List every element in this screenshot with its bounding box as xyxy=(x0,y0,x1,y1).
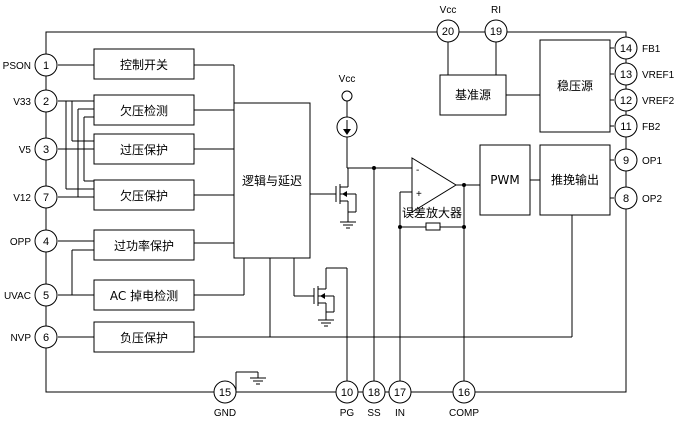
pin-4-num: 4 xyxy=(43,236,49,248)
regulator-block xyxy=(539,39,611,133)
reference-label: 基准源 xyxy=(455,88,491,102)
pin-5 xyxy=(34,283,58,307)
pin-13 xyxy=(614,62,638,86)
uv-protect-label: 欠压保护 xyxy=(120,188,168,203)
pin-12 xyxy=(614,88,638,112)
pin-6-num: 6 xyxy=(43,332,49,344)
pin-2 xyxy=(34,89,58,113)
pin-1-num: 1 xyxy=(43,60,49,72)
pin-20-num: 20 xyxy=(442,26,454,38)
pin-16 xyxy=(452,380,476,404)
pin-16-label: COMP xyxy=(449,408,479,419)
pin-10-num: 10 xyxy=(341,387,353,399)
pin-18-num: 18 xyxy=(368,387,380,399)
pin-5-num: 5 xyxy=(43,290,49,302)
ac-drop-block xyxy=(93,279,195,311)
pin-6 xyxy=(34,325,58,349)
pin-11 xyxy=(614,114,638,138)
uv-detect-block xyxy=(93,94,195,126)
neg-protect-block xyxy=(93,321,195,353)
pin-2-num: 2 xyxy=(43,96,49,108)
amp-plus-label: + xyxy=(416,189,422,200)
pin-3-label: V5 xyxy=(19,145,32,156)
pin-9-label: OP1 xyxy=(642,156,662,167)
pin-11-label: FB2 xyxy=(642,122,661,133)
switch-ctrl-label: 控制开关 xyxy=(120,58,168,72)
pwm-block xyxy=(479,144,531,216)
pin-14-num: 14 xyxy=(620,43,632,55)
pin-13-label: VREF1 xyxy=(642,70,675,81)
pwm-label: PWM xyxy=(490,173,519,187)
error-amp-label: 误差放大器 xyxy=(402,205,462,220)
pin-1 xyxy=(34,53,58,77)
amp-minus-label: - xyxy=(416,165,419,176)
pin-4 xyxy=(34,229,58,253)
pin-19-label: RI xyxy=(491,5,501,16)
uv-protect-block xyxy=(93,179,195,211)
pin-20-label: Vcc xyxy=(440,5,457,16)
pin-1-label: PSON xyxy=(3,61,31,72)
pin-5-label: UVAC xyxy=(4,291,31,302)
pin-6-label: NVP xyxy=(10,333,31,344)
opp-protect-block xyxy=(93,229,195,261)
opp-protect-label: 过功率保护 xyxy=(114,238,174,253)
pin-17-num: 17 xyxy=(394,387,406,399)
error-amp-icon xyxy=(411,157,457,213)
neg-protect-label: 负压保护 xyxy=(120,331,168,345)
pin-3-num: 3 xyxy=(43,144,49,156)
pin-11-num: 11 xyxy=(620,121,631,133)
pin-9 xyxy=(614,148,638,172)
pin-13-num: 13 xyxy=(620,69,632,81)
logic-delay-label: 逻辑与延迟 xyxy=(242,174,302,188)
switch-ctrl-block xyxy=(93,48,195,80)
pin-2-label: V33 xyxy=(13,97,31,108)
pin-10-label: PG xyxy=(340,408,355,419)
pin-8-num: 8 xyxy=(623,193,629,205)
vcc-supply-label: Vcc xyxy=(339,74,356,85)
pin-18-label: SS xyxy=(367,408,381,419)
pin-7-label: V12 xyxy=(13,193,31,204)
logic-delay-block xyxy=(233,102,311,259)
pin-7-num: 7 xyxy=(43,192,49,204)
pin-4-label: OPP xyxy=(10,237,31,248)
pin-8 xyxy=(614,186,638,210)
pin-10 xyxy=(335,380,359,404)
pin-12-num: 12 xyxy=(620,95,632,107)
vcc-node-icon xyxy=(341,90,353,102)
uv-detect-label: 欠压检测 xyxy=(120,103,168,118)
pin-15-label: GND xyxy=(214,408,236,419)
pin-15-num: 15 xyxy=(219,387,231,399)
push-pull-block xyxy=(539,144,611,216)
pin-16-num: 16 xyxy=(458,387,470,399)
regulator-label: 稳压源 xyxy=(557,78,593,93)
pin-18 xyxy=(362,380,386,404)
ac-drop-label: AC 掉电检测 xyxy=(110,288,178,303)
pin-7 xyxy=(34,185,58,209)
pin-15 xyxy=(213,380,237,404)
pin-3 xyxy=(34,137,58,161)
resistor-icon xyxy=(425,222,441,231)
pin-14 xyxy=(614,36,638,60)
ov-protect-block xyxy=(93,133,195,165)
pin-19-num: 19 xyxy=(490,26,502,38)
pin-17-label: IN xyxy=(395,408,405,419)
reference-block xyxy=(439,74,507,116)
pin-12-label: VREF2 xyxy=(642,96,675,107)
pin-17 xyxy=(388,380,412,404)
pin-20 xyxy=(436,19,460,43)
pin-9-num: 9 xyxy=(623,155,629,167)
pin-14-label: FB1 xyxy=(642,44,661,55)
push-pull-label: 推挽输出 xyxy=(551,172,599,187)
pin-19 xyxy=(484,19,508,43)
pin-8-label: OP2 xyxy=(642,194,662,205)
ov-protect-label: 过压保护 xyxy=(120,143,168,157)
